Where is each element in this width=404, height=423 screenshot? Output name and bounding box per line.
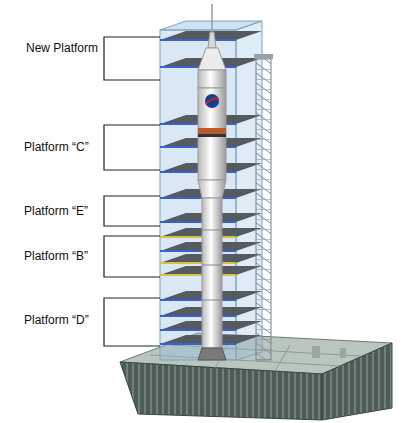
deck-fixture	[312, 346, 320, 358]
platform-edge	[160, 299, 236, 301]
platform-edge	[160, 329, 236, 331]
lattice-cap	[254, 54, 273, 59]
platform-edge	[160, 250, 236, 252]
antenna	[211, 4, 213, 32]
platform-edge	[160, 315, 236, 317]
nozzle-skirt	[198, 348, 226, 360]
platform-edge	[160, 236, 236, 238]
platform-edge	[160, 39, 236, 41]
service-module	[198, 70, 226, 88]
bracket	[104, 236, 160, 277]
deck-fixture	[340, 348, 346, 358]
platform-edge	[160, 197, 236, 199]
capsule	[198, 48, 226, 70]
escape-tower	[208, 32, 216, 48]
platform-label: Platform “E”	[24, 204, 88, 218]
bracket	[104, 125, 160, 170]
platform-edge	[160, 221, 236, 223]
bracket	[104, 196, 160, 226]
stage-band	[198, 128, 226, 134]
nasa-logo-swoosh	[206, 99, 219, 104]
bracket	[104, 37, 160, 80]
platform-label: Platform “D”	[24, 313, 89, 327]
bracket	[104, 298, 160, 346]
platform-label: Platform “B”	[24, 249, 88, 263]
platform-label: New Platform	[26, 41, 98, 55]
upper-stage	[198, 88, 226, 180]
segment-joints	[202, 230, 222, 300]
platform-edge	[160, 262, 236, 264]
lattice-tower	[256, 58, 271, 360]
platform-edge	[160, 343, 236, 345]
platform-edge	[160, 274, 236, 276]
interstage	[198, 180, 226, 198]
label-brackets	[104, 37, 160, 346]
platform-label: Platform “C”	[24, 140, 89, 154]
launcher-front-face	[120, 362, 322, 420]
stage-band	[198, 134, 226, 137]
nasa-logo	[205, 94, 219, 108]
first-stage	[202, 198, 222, 348]
